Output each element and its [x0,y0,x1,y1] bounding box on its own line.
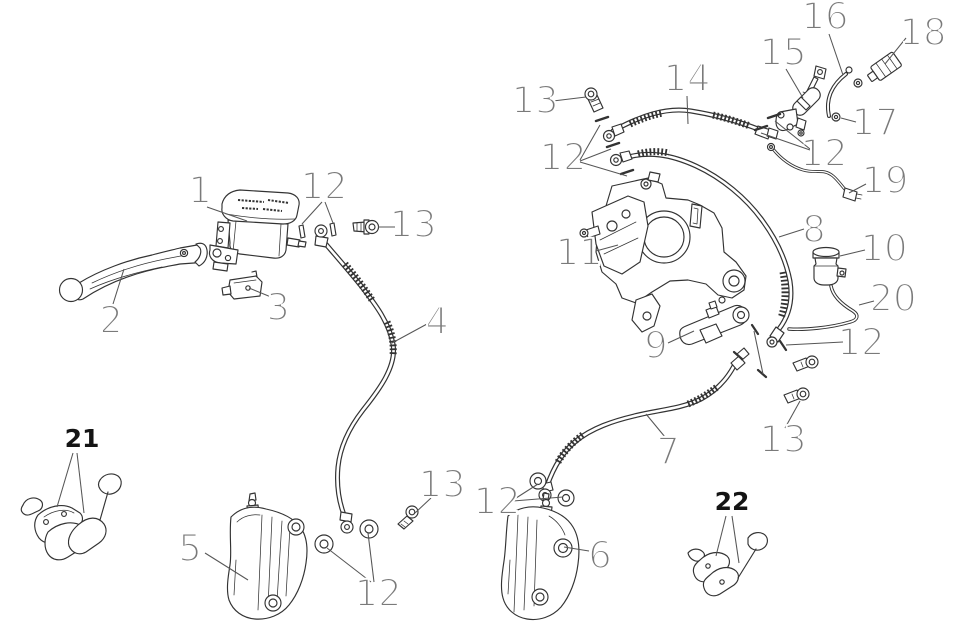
callout-3: 3 [248,285,291,330]
callout-number: 13 [418,463,465,506]
callout-12: 12 [753,320,886,375]
part-3-brake-light-switch [221,270,263,300]
callout-4: 4 [391,299,450,344]
callout-20: 20 [858,276,918,321]
callout-12: 12 [472,479,564,524]
callout-5: 5 [177,526,249,581]
callout-number: 11 [555,231,602,274]
part-7-rear-lower-brake-hose [538,347,750,502]
callout-number: 22 [715,487,750,516]
part-21-front-brake-pads [20,473,122,561]
part-17-grommets [831,78,863,122]
callout-number: 8 [802,208,826,251]
part-12-washers-and-clips [298,112,788,554]
callout-number: 12 [539,136,586,179]
callout-18: 18 [884,10,948,65]
callout-13: 13 [414,462,467,514]
callout-number: 16 [801,0,848,38]
callout-number: 12 [837,321,884,364]
callout-number: 13 [511,79,558,122]
callout-12: 12 [326,532,403,616]
part-11-rear-caliper-bracket [579,171,747,333]
part-10-rear-fluid-reservoir [812,246,847,286]
callout-8: 8 [778,207,827,252]
callout-number: 20 [869,277,916,320]
callout-19: 19 [848,158,910,203]
callout-number: 17 [851,101,898,144]
callout-number: 18 [899,11,946,54]
callout-number: 14 [663,57,710,100]
callout-6: 6 [563,533,613,578]
callout-number: 7 [656,430,680,473]
callout-number: 10 [860,227,907,270]
part-15-rear-master-cylinder [775,65,827,137]
callout-number: 12 [800,132,847,175]
callout-number: 9 [644,324,668,367]
part-8-rear-upper-brake-hose [609,148,791,348]
part-6-rear-brake-caliper [500,492,580,621]
part-16-reservoir-hose [825,66,853,118]
callout-number: 12 [300,165,347,208]
callout-12: 12 [760,120,849,176]
callout-22: 22 [715,487,750,564]
callout-7: 7 [645,413,681,474]
callout-number: 21 [65,424,100,453]
part-13-banjo-bolts [352,87,819,530]
callout-2: 2 [98,268,125,343]
part-14-middle-brake-hose [602,110,779,143]
callout-number: 15 [759,31,806,74]
callout-number: 3 [266,286,290,329]
part-2-brake-lever [58,242,208,303]
callout-number: 4 [425,300,449,343]
callout-11: 11 [554,230,619,275]
part-1-front-master-cylinder [208,189,307,272]
callout-10: 10 [839,226,909,271]
callout-13: 13 [378,202,438,247]
part-5-front-brake-caliper [226,492,308,620]
callout-16: 16 [800,0,850,76]
callout-13: 13 [758,400,808,462]
callout-14: 14 [662,56,712,125]
callout-15: 15 [758,30,808,99]
callout-17: 17 [840,100,900,145]
callout-number: 5 [178,527,202,570]
callout-number: 13 [389,203,436,246]
callout-number: 19 [861,159,908,202]
callout-12: 12 [538,124,628,180]
part-22-rear-brake-pads [687,532,768,597]
callout-number: 12 [473,480,520,523]
callout-13: 13 [510,78,587,123]
callout-number: 2 [99,299,123,342]
callout-number: 13 [759,418,806,461]
parts-artwork [20,51,902,621]
part-9-hose-junction [679,296,750,346]
callout-9: 9 [643,323,695,368]
callout-1: 1 [187,168,248,222]
callout-number: 1 [188,169,212,212]
callout-12: 12 [299,164,349,225]
callout-number: 6 [588,534,612,577]
part-4-front-brake-hose [314,224,397,534]
callout-number: 12 [354,572,401,615]
part-18-connector [867,51,902,82]
callout-21: 21 [56,424,100,514]
